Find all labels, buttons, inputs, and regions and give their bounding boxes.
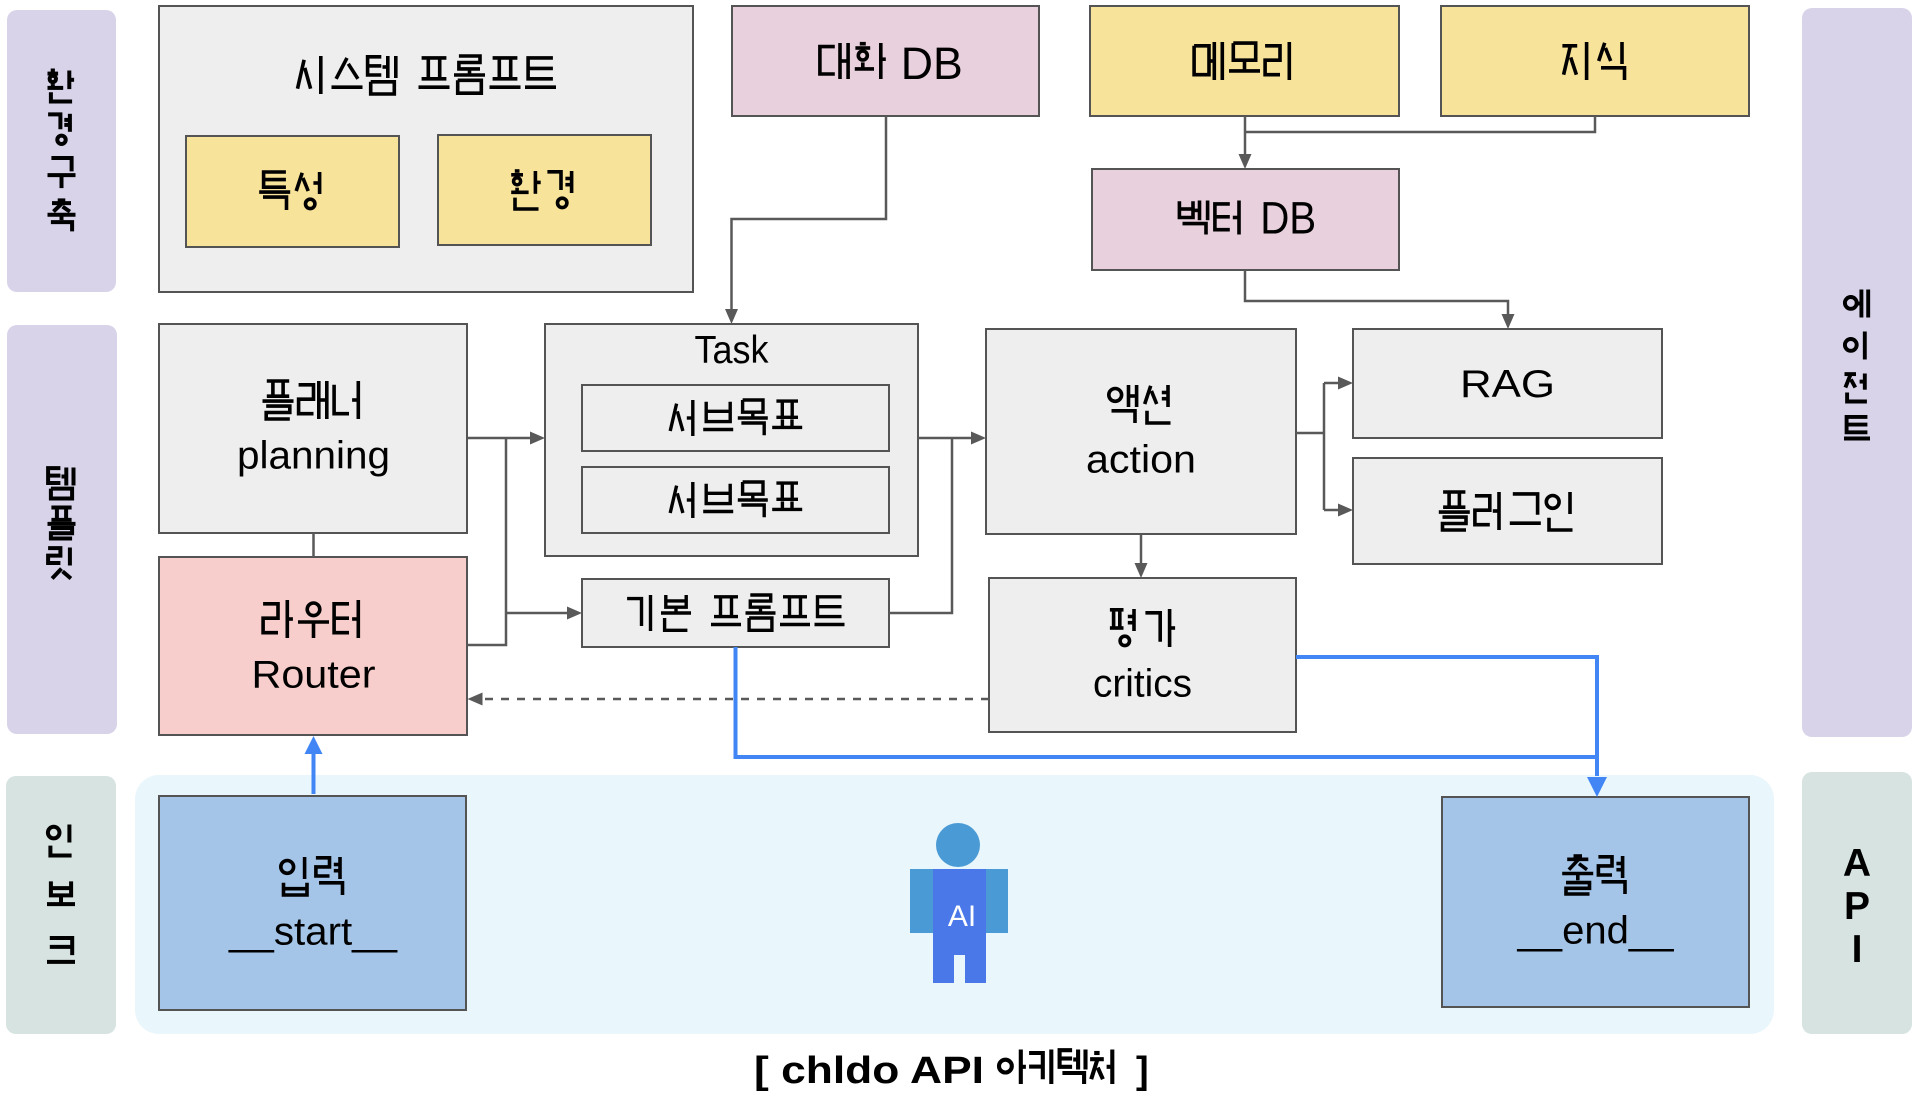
svg-text:DB: DB xyxy=(901,38,963,89)
svg-text:[ chldo API: [ chldo API xyxy=(754,1050,984,1092)
svg-text:P: P xyxy=(1844,885,1870,928)
svg-text:__end__: __end__ xyxy=(1516,910,1674,953)
svg-text:critics: critics xyxy=(1093,663,1192,706)
svg-text:Router: Router xyxy=(252,654,376,697)
svg-text:__start__: __start__ xyxy=(228,911,398,954)
svg-text:action: action xyxy=(1086,439,1196,482)
svg-text:AI: AI xyxy=(948,900,976,933)
svg-text:planning: planning xyxy=(237,435,390,478)
svg-text:Task: Task xyxy=(695,329,770,372)
svg-text:RAG: RAG xyxy=(1460,363,1555,406)
svg-text:]: ] xyxy=(1136,1050,1149,1092)
svg-text:A: A xyxy=(1843,842,1871,885)
svg-text:DB: DB xyxy=(1260,193,1316,244)
svg-text:I: I xyxy=(1852,928,1863,971)
